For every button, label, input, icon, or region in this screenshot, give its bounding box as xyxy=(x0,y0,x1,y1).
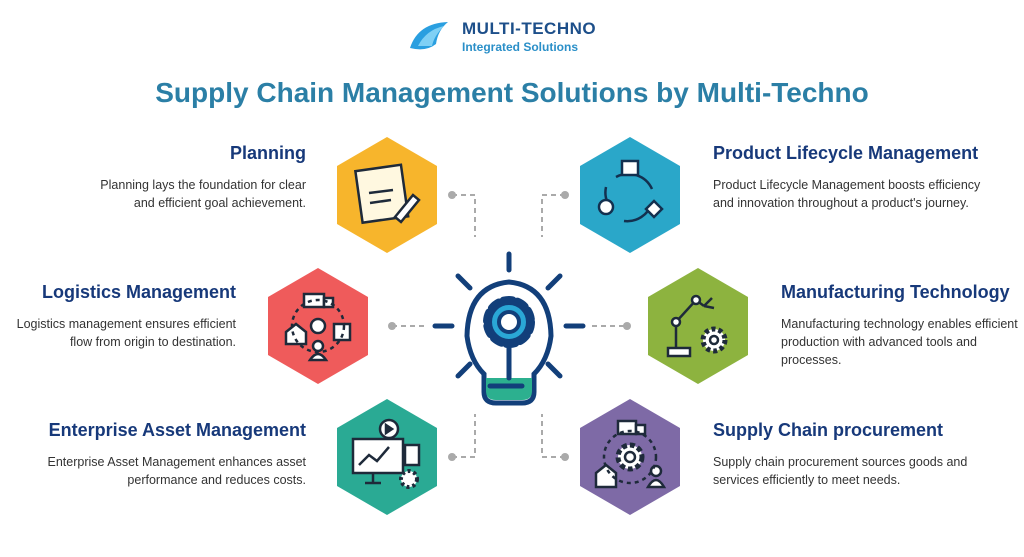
hex-planning xyxy=(337,137,437,253)
hex-manufacturing xyxy=(648,268,748,384)
item-eam: Enterprise Asset Management Enterprise A… xyxy=(6,420,306,489)
lightbulb-gear-icon xyxy=(432,251,586,406)
procurement-icon xyxy=(594,419,667,489)
item-title: Enterprise Asset Management xyxy=(48,420,306,440)
item-title: Manufacturing Technology xyxy=(781,282,1010,302)
item-title: Product Lifecycle Management xyxy=(713,143,979,163)
connector-eam xyxy=(452,414,476,458)
item-procurement: Supply Chain procurement Supply chain pr… xyxy=(713,420,993,489)
logo-brand: MULTI-TECHNO xyxy=(462,19,597,38)
planning-notepad-icon xyxy=(353,163,421,225)
asset-monitor-icon xyxy=(351,418,421,489)
item-title: Supply Chain procurement xyxy=(713,420,944,440)
connector-procurement xyxy=(541,414,565,458)
item-description: Manufacturing technology enables efficie… xyxy=(781,317,1018,367)
logistics-network-icon xyxy=(284,292,352,362)
page-title: Supply Chain Management Solutions by Mul… xyxy=(155,77,869,108)
company-logo: MULTI-TECHNO Integrated Solutions xyxy=(408,14,618,58)
connector-planning xyxy=(452,194,476,237)
item-description: Logistics management ensures efficient f… xyxy=(16,317,236,349)
connector-plm xyxy=(541,194,565,237)
connectors xyxy=(392,194,627,458)
item-plm: Product Lifecycle Management Product Lif… xyxy=(713,143,1003,212)
item-description: Planning lays the foundation for clear a… xyxy=(100,178,306,210)
hex-logistics xyxy=(268,268,368,384)
hex-plm xyxy=(580,137,680,253)
item-logistics: Logistics Management Logistics managemen… xyxy=(0,282,236,351)
item-manufacturing: Manufacturing Technology Manufacturing t… xyxy=(781,282,1021,369)
item-title: Logistics Management xyxy=(41,282,236,302)
item-planning: Planning Planning lays the foundation fo… xyxy=(6,143,306,212)
item-description: Enterprise Asset Management enhances ass… xyxy=(47,455,306,487)
hex-procurement xyxy=(580,399,680,515)
item-title: Planning xyxy=(230,143,306,163)
item-description: Supply chain procurement sources goods a… xyxy=(713,455,968,487)
robot-arm-icon xyxy=(666,294,728,358)
item-description: Product Lifecycle Management boosts effi… xyxy=(713,178,981,210)
lifecycle-cycle-icon xyxy=(597,159,664,223)
hex-eam xyxy=(337,399,437,515)
logo-swirl-icon xyxy=(410,22,448,50)
logo-tagline: Integrated Solutions xyxy=(462,40,579,54)
